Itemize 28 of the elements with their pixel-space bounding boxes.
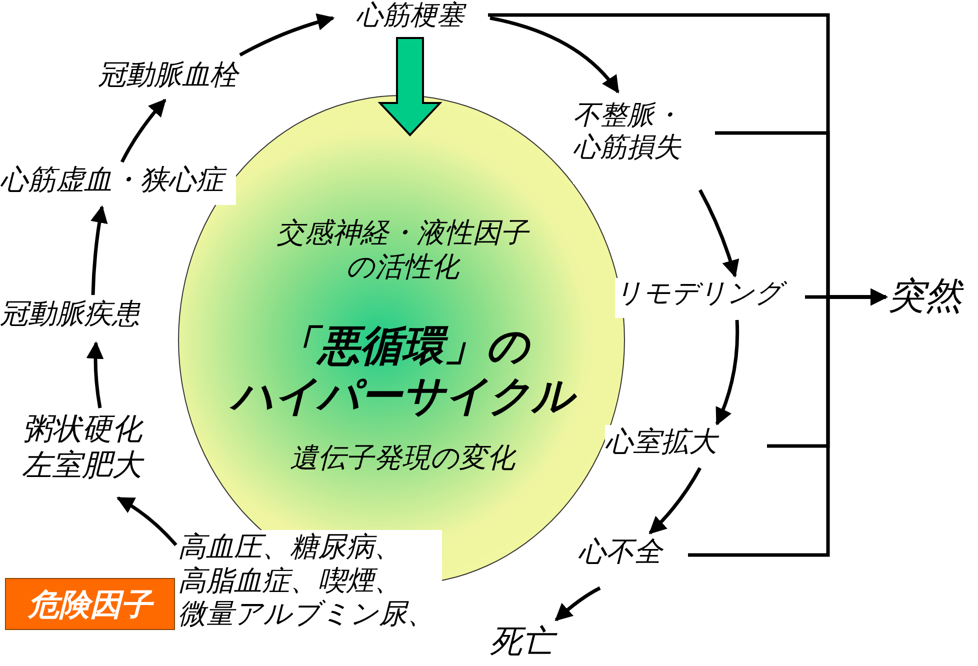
arrow <box>688 288 888 557</box>
arrow <box>648 467 702 534</box>
cycle-title: 「悪循環」のハイパーサイクル <box>188 321 618 422</box>
stage-label: 粥状硬化左室肥大 <box>22 412 167 484</box>
arrow <box>116 496 178 546</box>
stage-label: リモデリング <box>615 278 805 310</box>
stage-label: 冠動脈血栓 <box>98 58 241 92</box>
stage-label: 心不全 <box>578 535 664 569</box>
arrow <box>239 14 335 57</box>
risk-factor-badge: 危険因子 <box>5 578 175 630</box>
stage-label: 心筋虚血・狭心症 <box>0 163 236 197</box>
stage-label: 心室拡大 <box>605 425 765 459</box>
arrow <box>120 98 166 163</box>
arrow <box>490 16 620 94</box>
arrow <box>698 189 739 278</box>
arrow <box>715 320 740 426</box>
cycle-text: 交感神経・液性因子の活性化 <box>276 216 531 284</box>
block-arrow <box>378 37 442 136</box>
stage-label: 突然 <box>888 274 965 318</box>
arrow <box>90 205 108 296</box>
stage-label: 心筋梗塞 <box>335 0 485 32</box>
stage-label: 死亡 <box>490 622 582 660</box>
arrow <box>554 586 601 622</box>
arrow <box>86 341 104 408</box>
stage-label: 不整脈・心筋損失 <box>573 100 682 165</box>
cycle-text: 遺伝子発現の変化 <box>289 441 518 475</box>
stage-label: 冠動脈疾患 <box>0 297 142 331</box>
stage-label: 高血圧、糖尿病、高脂血症、喫煙、微量アルブミン尿、 <box>178 530 436 631</box>
